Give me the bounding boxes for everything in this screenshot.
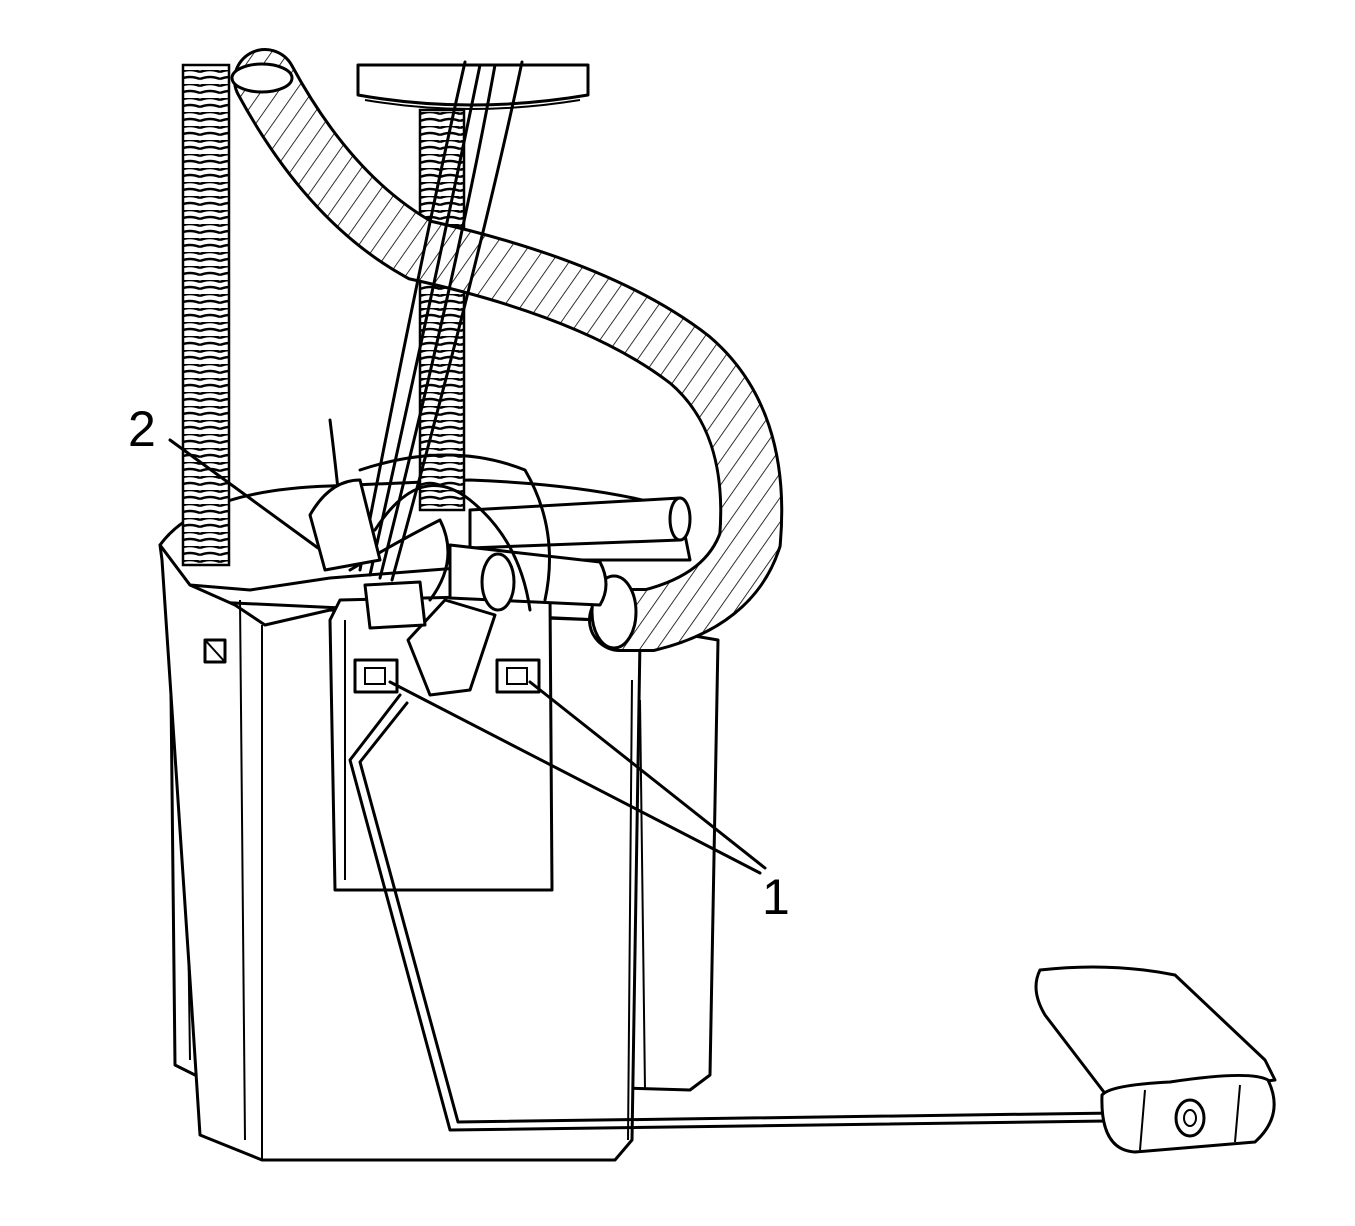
fuel-level-float (1034, 965, 1277, 1154)
float-arm (348, 693, 1187, 1132)
leader-line-1a (388, 680, 762, 875)
wiring-harness (308, 60, 551, 612)
fuel-line-tubes (448, 496, 692, 612)
leader-line-2 (168, 438, 320, 550)
callout-label-2: 2 (128, 401, 156, 457)
sender-housing (328, 580, 554, 892)
corrugated-fuel-hose (230, 48, 784, 652)
top-fitting (356, 63, 590, 110)
leader-lines (168, 438, 767, 875)
left-coil-spring (181, 63, 231, 567)
leader-line-1b (528, 680, 767, 870)
callout-label-1: 1 (762, 869, 790, 925)
